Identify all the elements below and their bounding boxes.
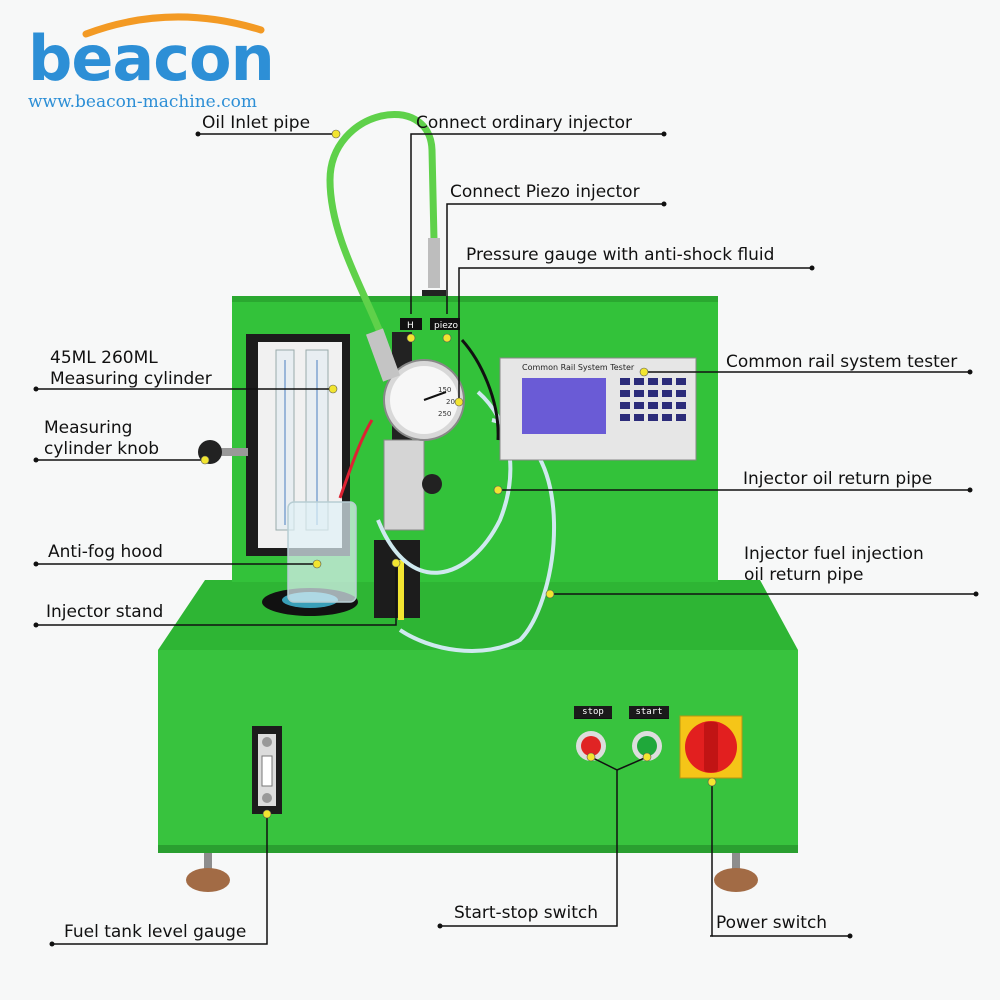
callout-dots [200, 129, 717, 819]
logo-arc-icon [82, 13, 265, 38]
label-common-rail-tester: Common rail system tester [726, 352, 958, 372]
label-measuring-cylinder: 45ML 260ML Measuring cylinder [50, 348, 212, 390]
tester-lcd [522, 378, 606, 434]
power-switch [679, 715, 743, 779]
gauge-mark-1: 150 [438, 386, 451, 394]
label-knob-line1: Measuring [44, 418, 133, 438]
tester-screen-title: Common Rail System Tester [522, 363, 635, 372]
label-measuring-cylinder-line1: 45ML 260ML [50, 348, 158, 368]
oil-inlet-pipe [326, 111, 438, 352]
injector-ports: H piezo [400, 318, 460, 331]
label-injection-return-line1: Injector fuel injection [744, 544, 924, 564]
fuel-level-gauge [252, 726, 282, 814]
label-measuring-cylinder-knob: Measuring cylinder knob [44, 418, 159, 460]
port-label-piezo: piezo [434, 321, 458, 331]
brand-url: www.beacon-machine.com [28, 92, 258, 112]
machine-feet [186, 840, 758, 892]
stop-label: stop [574, 706, 612, 718]
label-injector-fuel-injection-return: Injector fuel injection oil return pipe [744, 544, 924, 586]
anti-fog-hood [262, 501, 358, 616]
label-pressure-gauge: Pressure gauge with anti-shock fluid [466, 245, 775, 265]
gauge-mark-2: 200 [446, 398, 459, 406]
callout-lines [36, 133, 976, 945]
brand-name: beacon [28, 22, 275, 95]
label-measuring-cylinder-line2: Measuring cylinder [50, 369, 212, 389]
tester-keypad [620, 378, 686, 421]
label-start-stop-switch: Start-stop switch [454, 903, 599, 923]
label-injector-stand: Injector stand [46, 602, 164, 622]
start-button[interactable] [637, 736, 657, 756]
label-oil-inlet-pipe: Oil Inlet pipe [202, 113, 311, 133]
label-power-switch: Power switch [716, 913, 828, 933]
label-anti-fog-hood: Anti-fog hood [48, 542, 163, 562]
stop-button[interactable] [581, 736, 601, 756]
label-connect-piezo-injector: Connect Piezo injector [450, 182, 640, 202]
label-injection-return-line2: oil return pipe [744, 565, 864, 585]
label-connect-ordinary-injector: Connect ordinary injector [416, 113, 633, 133]
pressure-gauge: 150 200 250 [383, 359, 465, 441]
port-label-h: H [407, 321, 414, 331]
tester-panel [499, 357, 697, 461]
callout-end-dots [33, 131, 979, 947]
label-injector-oil-return-pipe: Injector oil return pipe [743, 469, 933, 489]
label-knob-line2: cylinder knob [44, 439, 160, 459]
label-fuel-tank-level-gauge: Fuel tank level gauge [64, 922, 247, 942]
start-label: start [629, 706, 669, 718]
gauge-mark-3: 250 [438, 410, 451, 418]
beacon-logo: beacon www.beacon-machine.com [28, 13, 275, 112]
